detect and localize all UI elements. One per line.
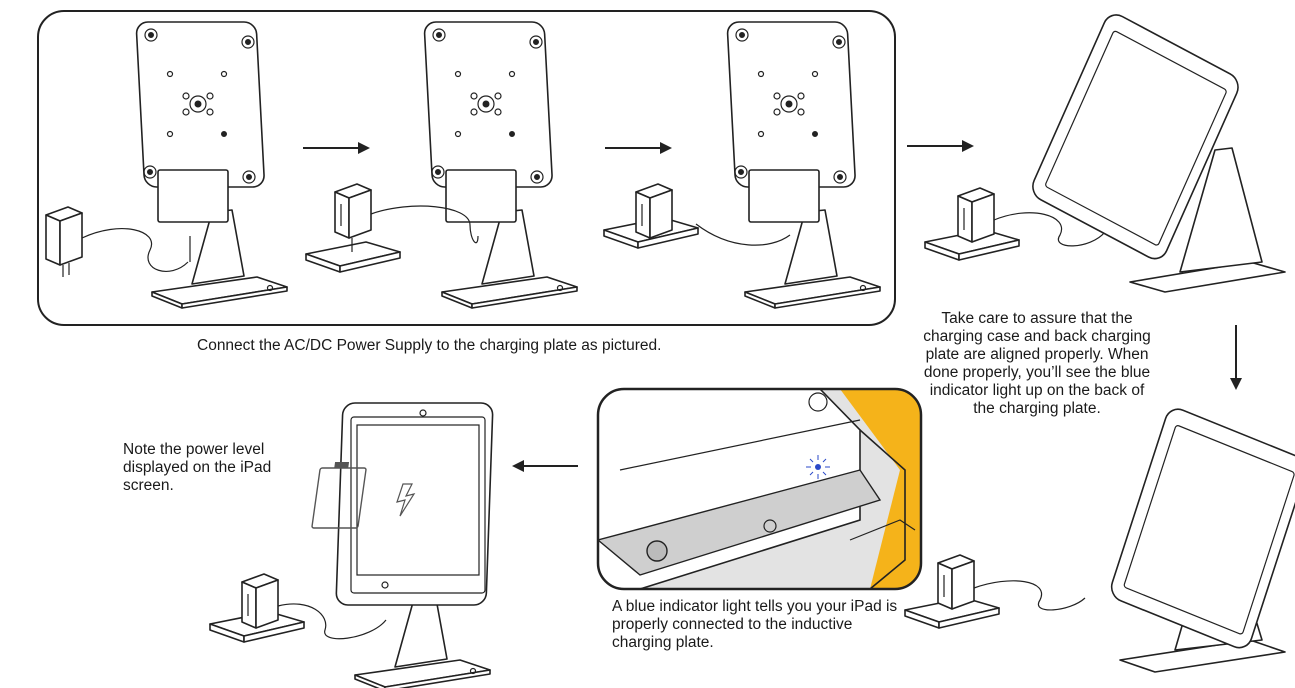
step-5-ipad-seated xyxy=(904,404,1295,673)
arrow-down-icon xyxy=(1230,325,1242,390)
step-2-charger-over-plate xyxy=(305,21,578,309)
arrow-right-icon xyxy=(605,142,672,154)
indicator-light-closeup xyxy=(596,387,923,591)
blue-indicator-light-icon xyxy=(806,455,830,479)
setup-sequence-frame xyxy=(37,10,896,326)
final-ipad-charging xyxy=(209,402,494,688)
caption-connect-power-supply: Connect the AC/DC Power Supply to the ch… xyxy=(197,337,662,354)
caption-note-power-level: Note the power level displayed on the iP… xyxy=(123,441,272,494)
step-1-stand-and-power-supply xyxy=(45,21,288,309)
arrow-right-icon xyxy=(303,142,370,154)
caption-blue-indicator: A blue indicator light tells you your iP… xyxy=(612,598,898,651)
arrow-left-icon xyxy=(512,460,578,472)
battery-charging-icon xyxy=(311,462,416,529)
step-4-ipad-aligning xyxy=(924,9,1286,293)
arrow-right-icon xyxy=(907,140,974,152)
caption-alignment-care: Take care to assure that the charging ca… xyxy=(923,310,1151,417)
step-3-charger-on-plate xyxy=(603,21,881,309)
